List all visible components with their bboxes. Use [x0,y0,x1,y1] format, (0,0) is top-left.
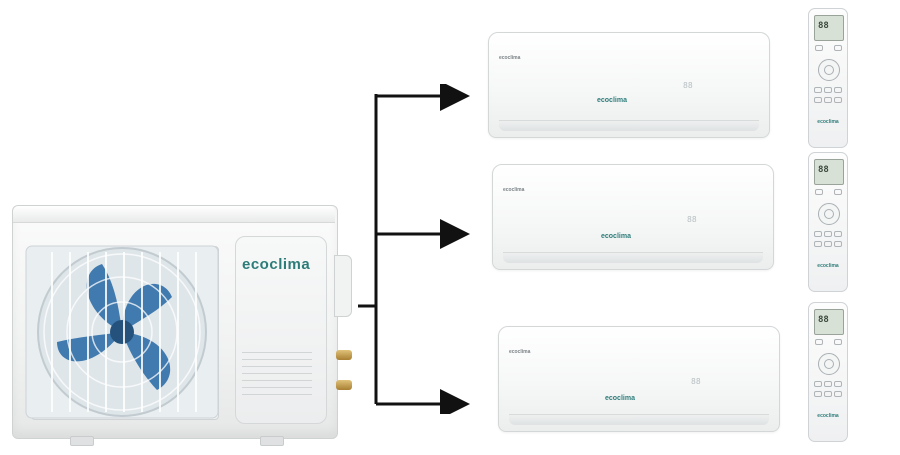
outdoor-unit-brand-logo: ecoclima [242,256,311,273]
remote-button [834,87,842,93]
outdoor-unit-side-panel [235,236,327,424]
remote-button [814,87,822,93]
remote-screen: 88 [814,159,844,185]
remote-screen-digits: 88 [818,315,829,325]
remote-button [834,231,842,237]
remote-button [824,241,832,247]
remote-button [814,241,822,247]
remote-button [824,97,832,103]
remote-brand-logo: ecoclima [817,413,839,419]
remote-button [834,45,842,51]
fan-icon [25,245,219,419]
indoor-unit-brand-logo: ecoclima [597,97,627,104]
remote-dpad-center [824,209,834,219]
remote-dpad-center [824,359,834,369]
remote-button [824,391,832,397]
remote-button [814,391,822,397]
outdoor-unit-foot-left [70,436,94,446]
indoor-unit-louver [499,120,759,131]
indoor-unit-tag: ecoclima [509,349,531,355]
outdoor-unit-top-cover [13,206,335,223]
remote-screen: 88 [814,15,844,41]
remote-button [834,381,842,387]
indoor-unit-3: ecoclima ecoclima 88 [498,326,780,432]
refrigerant-connection-diagram [358,84,470,414]
service-valve-top [336,350,352,360]
outdoor-unit-foot-right [260,436,284,446]
remote-screen-digits: 88 [818,21,829,31]
remote-screen-digits: 88 [818,165,829,175]
remote-button [834,97,842,103]
indoor-unit-2: ecoclima ecoclima 88 [492,164,774,270]
indoor-unit-display: 88 [687,215,697,224]
remote-button [824,231,832,237]
remote-brand-logo: ecoclima [817,263,839,269]
remote-button [834,339,842,345]
indoor-unit-louver [509,414,769,425]
remote-button [824,87,832,93]
remote-control-1: 88 ecoclima [808,8,848,148]
remote-button [814,381,822,387]
valve-cover [334,255,352,317]
indoor-unit-display: 88 [683,81,693,90]
indoor-unit-tag: ecoclima [503,187,525,193]
remote-screen: 88 [814,309,844,335]
remote-brand-logo: ecoclima [817,119,839,125]
remote-button [824,381,832,387]
indoor-unit-brand-logo: ecoclima [601,233,631,240]
remote-button [815,189,823,195]
remote-button [834,241,842,247]
remote-button [815,339,823,345]
indoor-unit-louver [503,252,763,263]
remote-button [814,97,822,103]
outdoor-unit-vent-lines [242,346,312,395]
remote-button [815,45,823,51]
indoor-unit-tag: ecoclima [499,55,521,61]
remote-control-3: 88 ecoclima [808,302,848,442]
service-valve-bottom [336,380,352,390]
remote-control-2: 88 ecoclima [808,152,848,292]
remote-dpad-center [824,65,834,75]
indoor-unit-1: ecoclima ecoclima 88 [488,32,770,138]
indoor-unit-display: 88 [691,377,701,386]
remote-button [834,189,842,195]
remote-button [814,231,822,237]
remote-button [834,391,842,397]
indoor-unit-brand-logo: ecoclima [605,395,635,402]
